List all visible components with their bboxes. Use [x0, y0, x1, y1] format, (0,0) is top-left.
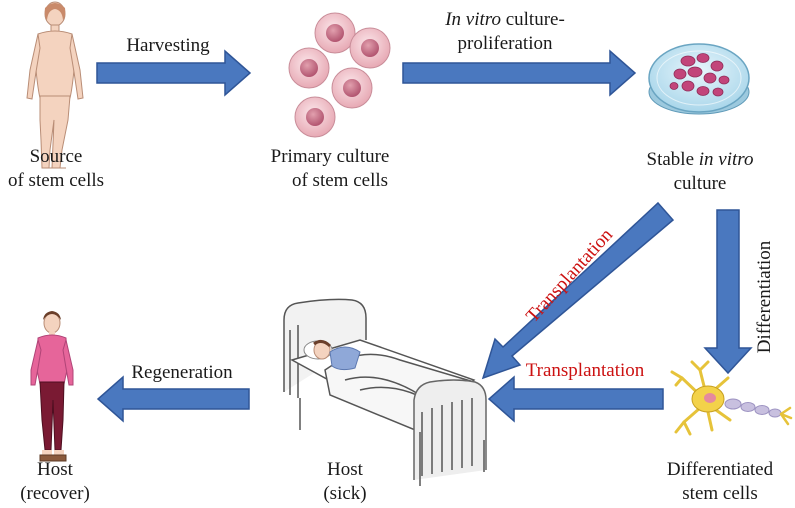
differentiated-line1: Differentiated	[666, 459, 774, 480]
host-sick-line1: Host	[327, 459, 363, 480]
cell	[294, 96, 336, 138]
primary-label-line2: of stem cells	[291, 170, 389, 191]
hospital-bed	[283, 298, 487, 486]
culture-proliferation-label: In vitro culture- proliferation	[405, 8, 605, 56]
arrow-transplantation-diagonal	[481, 201, 675, 380]
petri-dish	[648, 43, 750, 115]
arrow-harvesting	[96, 49, 252, 97]
recovered-host-figure	[30, 311, 74, 462]
stable-label-pre: Stable	[646, 149, 699, 170]
stable-label-line1: Stable in vitro	[620, 148, 780, 172]
differentiated-label: Differentiated stem cells	[650, 458, 790, 506]
primary-culture-cells	[288, 12, 391, 138]
culture-label-rest: culture-	[500, 9, 565, 30]
source-label: Source of stem cells	[0, 145, 112, 193]
host-sick-label: Host (sick)	[300, 458, 390, 506]
transplantation-horizontal-label: Transplantation	[525, 360, 645, 381]
source-label-line1: Source	[29, 146, 83, 167]
source-label-line2: of stem cells	[7, 170, 105, 191]
harvesting-label: Harvesting	[126, 35, 210, 56]
cell	[314, 12, 356, 54]
regeneration-label: Regeneration	[131, 362, 233, 383]
culture-label-line1: In vitro culture-	[405, 8, 605, 32]
arrow-culture-proliferation	[402, 49, 637, 97]
stable-culture-label: Stable in vitro culture	[620, 148, 780, 196]
source-human-figure	[26, 1, 84, 169]
axon	[724, 398, 793, 426]
differentiated-line2: stem cells	[682, 483, 758, 504]
host-recover-line2: (recover)	[20, 483, 90, 504]
culture-label-italic: In vitro	[445, 9, 501, 30]
cultured-cells	[669, 53, 730, 97]
stable-label-italic: in vitro	[698, 149, 754, 170]
host-recover-label: Host (recover)	[5, 458, 105, 506]
host-recover-line1: Host	[37, 459, 73, 480]
patient	[303, 339, 361, 371]
arrow-differentiation	[703, 209, 753, 375]
stable-label-line2: culture	[673, 173, 727, 194]
cell	[288, 47, 330, 89]
primary-culture-label: Primary culture of stem cells	[240, 145, 420, 193]
host-sick-line2: (sick)	[323, 483, 367, 504]
cell	[349, 27, 391, 69]
cell	[331, 67, 373, 109]
arrow-regeneration	[96, 375, 250, 423]
culture-label-line2: proliferation	[457, 33, 553, 54]
primary-label-line1: Primary culture	[270, 146, 390, 167]
differentiation-label: Differentiation	[754, 240, 775, 354]
neuron-cell	[670, 360, 793, 436]
arrow-transplantation-horizontal	[487, 375, 664, 423]
